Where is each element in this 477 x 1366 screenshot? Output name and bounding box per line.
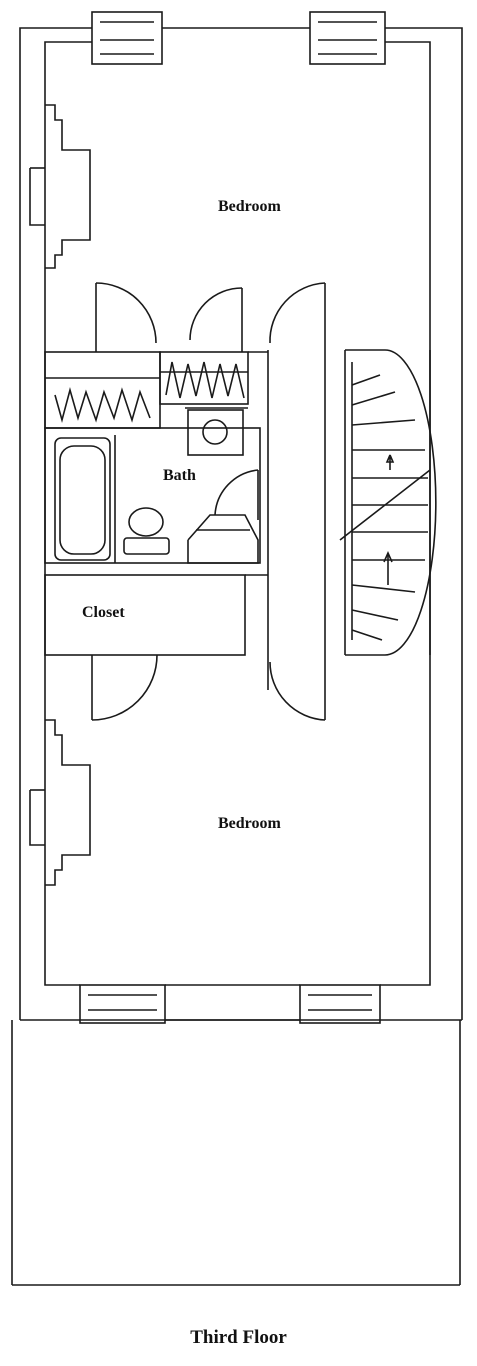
closet-walls: [44, 574, 268, 656]
door-swing-top-1: [95, 282, 157, 352]
wardrobe-right: [159, 351, 249, 405]
outer-wall: [19, 27, 463, 1021]
window-bottom-left: [79, 984, 166, 1024]
sink: [187, 409, 244, 456]
room-label-bedroom-top: Bedroom: [218, 198, 281, 215]
door-swing-top-3: [269, 282, 326, 350]
bath-walls: [44, 407, 261, 564]
fireplace-bottom: [29, 719, 91, 886]
fireplace-top: [29, 104, 91, 269]
room-label-closet: Closet: [82, 604, 125, 621]
yard-outline: [11, 1020, 461, 1286]
window-top-left: [91, 11, 163, 65]
door-swing-top-2: [189, 287, 243, 352]
wardrobe-left: [44, 351, 161, 429]
door-swing-bath: [214, 469, 259, 520]
hallway-walls: [248, 350, 326, 665]
shower-stall: [187, 514, 259, 564]
floor-caption: Third Floor: [190, 1327, 287, 1348]
window-bottom-right: [299, 984, 381, 1024]
spiral-staircase: [339, 349, 437, 656]
door-swing-closet-1: [91, 654, 158, 721]
window-top-right: [309, 11, 386, 65]
room-label-bath: Bath: [163, 467, 196, 484]
bathtub: [54, 437, 111, 561]
toilet: [123, 507, 170, 555]
room-label-bedroom-bottom: Bedroom: [218, 815, 281, 832]
door-swing-bottom-bedroom: [269, 660, 326, 721]
